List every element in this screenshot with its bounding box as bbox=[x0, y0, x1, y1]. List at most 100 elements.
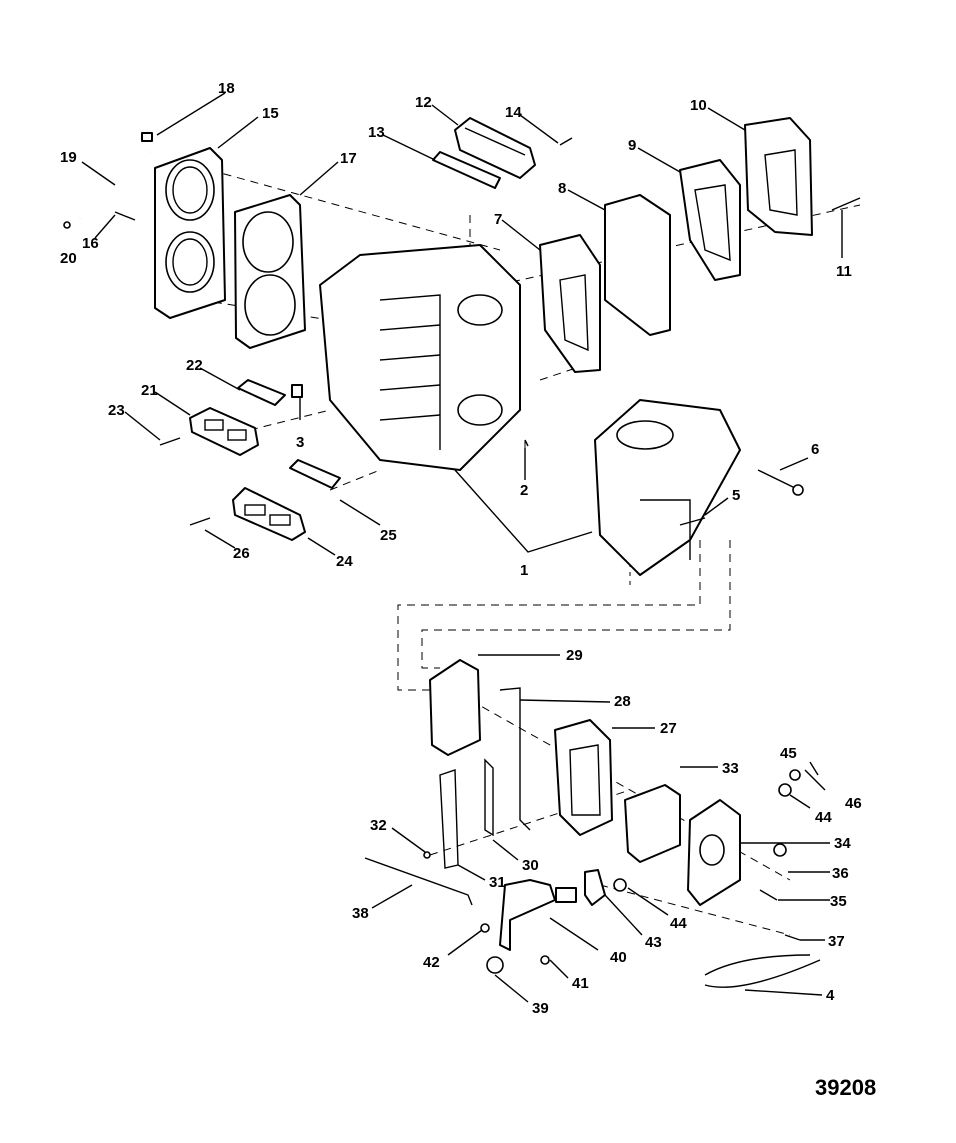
screw-41 bbox=[540, 955, 550, 965]
vent-hose bbox=[79, 151, 152, 220]
bypass-cover-24 bbox=[232, 487, 306, 541]
nut-36 bbox=[773, 843, 787, 857]
callout-labels: 1 2 3 4 5 6 7 8 9 10 11 12 13 14 15 16 1… bbox=[60, 80, 862, 1017]
figure-number: 39208 bbox=[815, 1075, 876, 1100]
screw-14 bbox=[559, 137, 573, 146]
callout-27: 27 bbox=[660, 720, 677, 737]
transfer-port-gasket bbox=[432, 151, 501, 189]
callout-30: 30 bbox=[522, 857, 539, 874]
fuel-hose-4-outline bbox=[704, 959, 821, 988]
reed-block-gasket-29 bbox=[429, 659, 481, 756]
transfer-port-cover bbox=[454, 117, 536, 179]
screw-42 bbox=[480, 923, 490, 933]
exhaust-cover bbox=[744, 117, 813, 236]
screw-11 bbox=[831, 197, 861, 211]
callout-1: 1 bbox=[520, 562, 528, 579]
crankcase-cover bbox=[594, 399, 741, 576]
callout-9: 9 bbox=[628, 137, 636, 154]
reed-stop-28 bbox=[499, 687, 531, 831]
clip-39 bbox=[486, 956, 504, 974]
screw-35 bbox=[759, 889, 778, 901]
callout-31: 31 bbox=[489, 874, 506, 891]
throttle-bracket-40 bbox=[499, 879, 577, 951]
fitting-3 bbox=[291, 384, 303, 398]
lever-43 bbox=[584, 869, 606, 906]
callout-36: 36 bbox=[832, 865, 849, 882]
callout-23: 23 bbox=[108, 402, 125, 419]
callout-15: 15 bbox=[262, 105, 279, 122]
screw-26 bbox=[189, 517, 211, 526]
stud-5 bbox=[679, 517, 706, 526]
callout-44-lower: 44 bbox=[670, 915, 687, 932]
divider-plate-gasket bbox=[539, 234, 601, 373]
washer-44-lower bbox=[613, 878, 627, 892]
callout-44-upper: 44 bbox=[815, 809, 832, 826]
exhaust-cover-gasket bbox=[679, 159, 741, 281]
callout-26: 26 bbox=[233, 545, 250, 562]
screw-18 bbox=[141, 132, 153, 142]
callout-25: 25 bbox=[380, 527, 397, 544]
callout-16: 16 bbox=[82, 235, 99, 252]
callout-6: 6 bbox=[811, 441, 819, 458]
callout-2: 2 bbox=[520, 482, 528, 499]
screw-37 bbox=[784, 934, 801, 941]
callout-19: 19 bbox=[60, 149, 77, 166]
callout-10: 10 bbox=[690, 97, 707, 114]
washer-44 bbox=[778, 783, 792, 797]
exhaust-divider-plate bbox=[604, 194, 671, 336]
callout-14: 14 bbox=[505, 104, 522, 121]
cylinder-head-gasket bbox=[234, 194, 306, 349]
screw-23 bbox=[159, 437, 181, 446]
screw-16 bbox=[114, 211, 136, 221]
link-rod-38 bbox=[364, 857, 473, 906]
callout-45: 45 bbox=[780, 745, 797, 762]
callout-35: 35 bbox=[830, 893, 847, 910]
callout-46: 46 bbox=[845, 795, 862, 812]
callout-12: 12 bbox=[415, 94, 432, 111]
callout-5: 5 bbox=[732, 487, 740, 504]
callout-29: 29 bbox=[566, 647, 583, 664]
callout-42: 42 bbox=[423, 954, 440, 971]
washer-20 bbox=[63, 221, 71, 229]
callout-43: 43 bbox=[645, 934, 662, 951]
callout-8: 8 bbox=[558, 180, 566, 197]
callout-18: 18 bbox=[218, 80, 235, 97]
bypass-cover-21 bbox=[189, 407, 259, 456]
gasket-22 bbox=[237, 379, 286, 406]
callout-24: 24 bbox=[336, 553, 353, 570]
fuel-hose-4 bbox=[704, 954, 811, 976]
callout-39: 39 bbox=[532, 1000, 549, 1017]
callout-4: 4 bbox=[826, 987, 835, 1004]
bolt-6 bbox=[757, 469, 796, 489]
cylinder-block bbox=[319, 244, 521, 471]
callout-34: 34 bbox=[834, 835, 851, 852]
callout-38: 38 bbox=[352, 905, 369, 922]
callout-20: 20 bbox=[60, 250, 77, 267]
bolt-6-head bbox=[792, 484, 804, 496]
callout-28: 28 bbox=[614, 693, 631, 710]
callout-22: 22 bbox=[186, 357, 203, 374]
washer-45 bbox=[789, 769, 801, 781]
gasket-33 bbox=[624, 784, 681, 863]
callout-17: 17 bbox=[340, 150, 357, 167]
callout-41: 41 bbox=[572, 975, 589, 992]
callout-33: 33 bbox=[722, 760, 739, 777]
screw-32 bbox=[423, 851, 431, 859]
gasket-25 bbox=[289, 459, 341, 489]
reed-petal-31 bbox=[439, 769, 459, 869]
callout-21: 21 bbox=[141, 382, 158, 399]
reed-block-27 bbox=[554, 719, 613, 836]
callout-leaders bbox=[81, 92, 843, 1003]
callout-13: 13 bbox=[368, 124, 385, 141]
callout-37: 37 bbox=[828, 933, 845, 950]
cylinder-head-cover bbox=[154, 147, 226, 319]
reed-petal-30 bbox=[484, 758, 494, 837]
callout-32: 32 bbox=[370, 817, 387, 834]
pin-2 bbox=[524, 439, 529, 447]
pin-46 bbox=[809, 761, 819, 776]
intake-adapter-plate-34 bbox=[687, 799, 741, 906]
callout-40: 40 bbox=[610, 949, 627, 966]
callout-7: 7 bbox=[494, 211, 502, 228]
callout-3: 3 bbox=[296, 434, 304, 451]
